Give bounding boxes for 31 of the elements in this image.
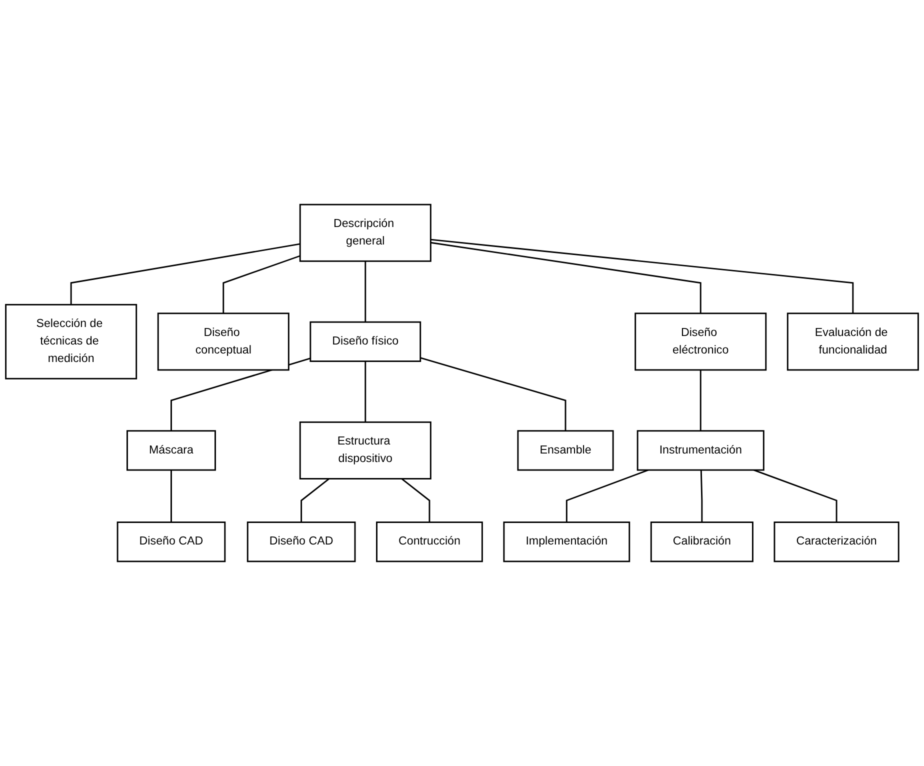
connector — [430, 242, 702, 314]
node-box: Diseño físico — [310, 321, 422, 362]
node-box: Diseño CAD — [116, 522, 226, 562]
connector — [420, 357, 566, 431]
connector — [364, 361, 366, 422]
node-box: Calibración — [650, 522, 754, 562]
node-box: Caracterización — [774, 522, 900, 562]
connector — [222, 255, 300, 314]
node-box: Estructura dispositivo — [299, 421, 432, 480]
connector — [566, 469, 648, 522]
connector — [700, 370, 702, 431]
node-box: Selección de técnicas de medición — [5, 304, 138, 380]
node-box: Máscara — [126, 430, 216, 471]
connector — [401, 478, 430, 522]
node-box: Contrucción — [376, 522, 483, 562]
node-box: Diseño CAD — [246, 522, 356, 562]
connector — [700, 470, 703, 522]
connector — [170, 470, 172, 522]
connector — [170, 358, 311, 431]
connector — [364, 261, 366, 322]
node-box: Diseño conceptual — [157, 312, 290, 371]
connector — [300, 478, 330, 522]
connector — [754, 469, 838, 522]
node-box: Descripción general — [299, 204, 432, 262]
node-box: Implementación — [503, 522, 630, 562]
node-box: Evaluación de funcionalidad — [786, 312, 919, 371]
connector — [70, 243, 300, 305]
node-box: Ensamble — [517, 430, 614, 471]
node-box: Diseño eléctronico — [634, 312, 767, 371]
connector — [430, 238, 854, 314]
node-box: Instrumentación — [636, 430, 764, 471]
